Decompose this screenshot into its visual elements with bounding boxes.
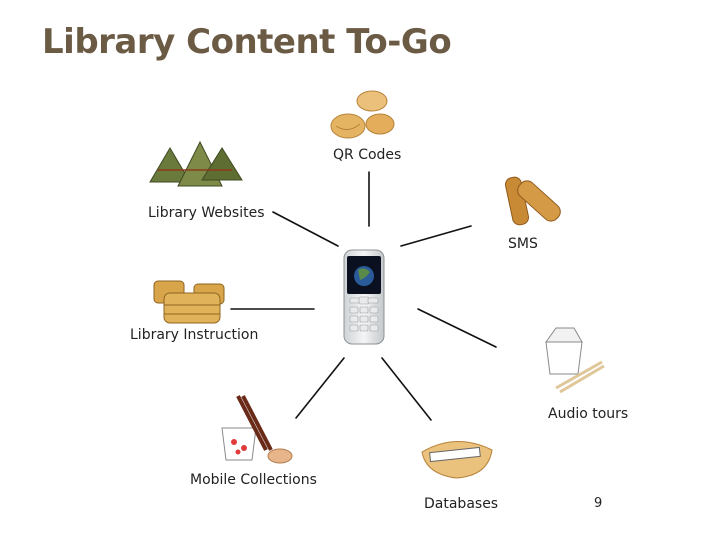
label-audio-tours: Audio tours: [548, 406, 629, 422]
dim-sum-steamers-icon: [153, 280, 225, 324]
page-number: 9: [594, 496, 603, 511]
zongzi-dumplings-icon: [149, 140, 243, 187]
takeout-box-icon: [545, 327, 605, 394]
connector-databases: [381, 357, 432, 421]
label-databases: Databases: [424, 496, 499, 512]
slide-title: Library Content To-Go: [42, 22, 452, 62]
label-library-instruction: Library Instruction: [130, 327, 259, 343]
label-qr-codes: QR Codes: [333, 147, 402, 163]
label-library-websites: Library Websites: [148, 205, 265, 221]
takeout-box-chopsticks-icon: [221, 395, 293, 464]
fortune-cookies-icon: [330, 90, 395, 139]
connector-sms: [400, 225, 472, 247]
connector-library-websites: [272, 211, 339, 247]
fortune-cookie-message-icon: [421, 441, 493, 479]
label-sms: SMS: [508, 236, 538, 252]
label-mobile-collections: Mobile Collections: [190, 472, 317, 488]
connector-mobile-collections: [295, 357, 345, 419]
connector-audio-tours: [417, 308, 497, 348]
egg-rolls-icon: [504, 176, 561, 226]
